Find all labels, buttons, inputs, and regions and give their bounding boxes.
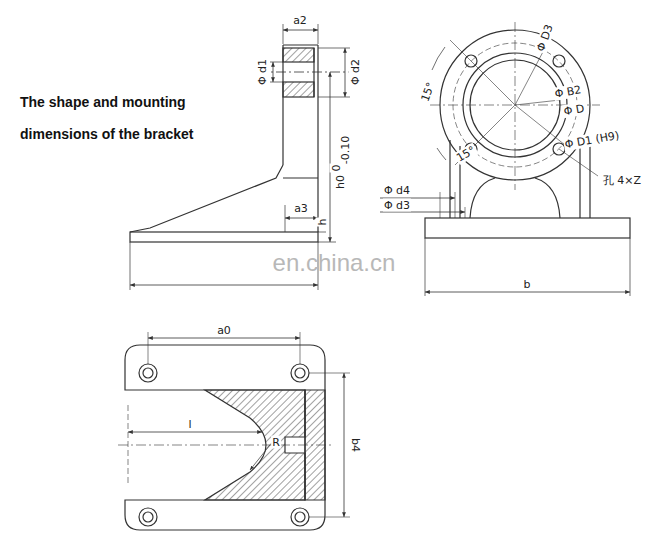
dimension-label: h0 <box>334 174 347 190</box>
dimension-label: a0 <box>216 324 232 337</box>
dimension-label: a3 <box>293 202 309 215</box>
dimension-label: Φ D1 (H9) <box>563 129 621 152</box>
dimension-label: b4 <box>349 437 362 453</box>
dimension-label: l <box>187 418 192 431</box>
dimension-label: Φ B2 <box>553 83 584 101</box>
dimension-label: Φ d1 <box>256 58 269 86</box>
radius-label: R <box>271 436 281 449</box>
dimension-label: Φ D <box>562 102 587 119</box>
watermark: en.china.cn <box>272 256 397 269</box>
hole-note: 孔 4×Z <box>602 174 642 187</box>
dimension-label: Φ d3 <box>383 199 411 212</box>
dimension-label: Φ d2 <box>349 58 362 86</box>
dimension-label: -0.10 <box>339 135 352 165</box>
angle-label: 15° <box>418 80 438 105</box>
dimension-label: h <box>316 218 329 227</box>
title-text: The shape and mounting dimensions of the… <box>20 86 220 150</box>
dimension-label: a2 <box>292 14 308 27</box>
dimension-label: Φ d4 <box>383 184 411 197</box>
dimension-label: Φ D3 <box>534 22 556 54</box>
dimension-label: b <box>523 278 532 291</box>
